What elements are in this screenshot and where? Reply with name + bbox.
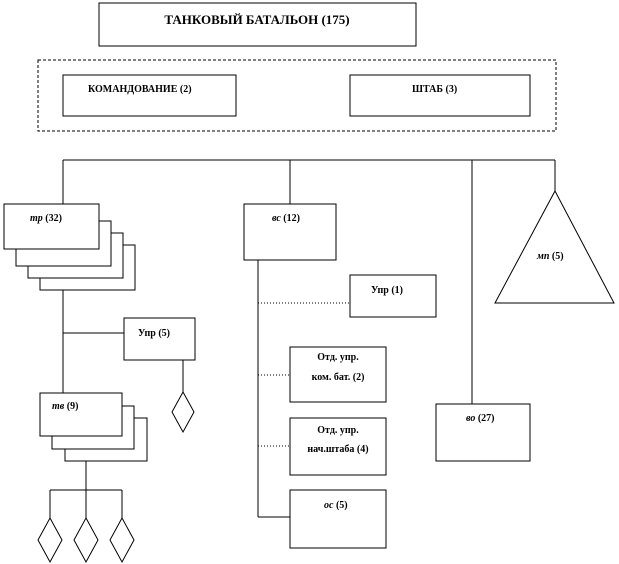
otd1-box [289,346,387,403]
upr-vs-label: Упр (1) [371,285,403,296]
tv-diamond-2 [73,516,99,564]
staff-box [349,74,531,117]
battalion-title: ТАНКОВЫЙ БАТАЛЬОН (175) [164,12,349,27]
otd2-label: Отд. упр.нач.штаба (4) [307,425,368,455]
upr-tr-diamond [171,390,195,434]
staff-label: ШТАБ (3) [412,84,457,95]
command-box [62,74,237,117]
command-label: КОМАНДОВАНИЕ (2) [88,84,192,95]
vs-label: вс (12) [272,213,300,224]
tv-box [39,392,123,437]
mp-triangle [494,189,615,304]
upr-tr-label: Упр (5) [138,328,170,339]
tr-box [3,203,100,250]
os-label: ос (5) [324,500,348,511]
vo-box [435,403,531,462]
command-group [37,59,557,132]
tv-label: тв (9) [52,401,78,412]
tr-label: тр (32) [30,213,62,224]
os-box [289,489,387,549]
vo-label: во (27) [466,413,495,424]
otd1-label: Отд. упр.ком. бат. (2) [312,352,365,383]
upr-vs-box [349,274,437,318]
mp-label: мп (5) [536,251,564,262]
tv-diamond-1 [37,516,63,564]
tv-diamond-3 [109,516,135,564]
vs-box [243,203,337,261]
upr-tr-box [123,317,196,361]
battalion-title-box [98,2,417,47]
otd2-box [289,417,387,476]
